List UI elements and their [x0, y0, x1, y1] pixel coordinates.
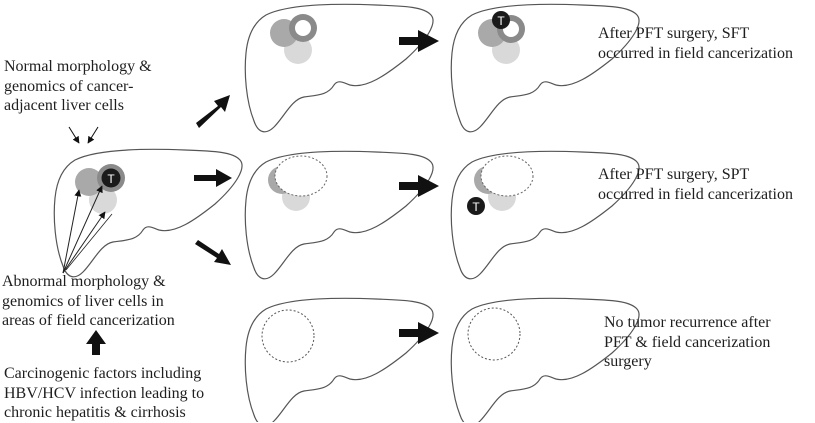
label-carcinogenic-factors: Carcinogenic factors including HBV/HCV i… [4, 364, 204, 423]
label-outcome-no-recurrence: No tumor recurrence after PFT & field ca… [604, 313, 771, 372]
label-line: Normal morphology & [4, 58, 152, 75]
liver-row1-after-surgery [244, 3, 434, 133]
label-outcome-sft: After PFT surgery, SFT occurred in field… [598, 24, 793, 63]
resection-margin-dotted [480, 155, 534, 197]
resection-margin-dotted [261, 309, 315, 363]
liver-row3-outcome [450, 297, 640, 422]
label-line: chronic hepatitis & cirrhosis [4, 404, 186, 421]
liver-row3-after-surgery [244, 297, 434, 422]
label-line: surgery [604, 353, 652, 370]
label-line: No tumor recurrence after [604, 314, 771, 331]
field-area-medium [75, 168, 103, 196]
arrow-row3 [399, 322, 439, 344]
liver-outline [244, 297, 434, 422]
label-line: After PFT surgery, SFT [598, 25, 750, 42]
arrow-row2 [399, 175, 439, 197]
liver-outline [53, 148, 243, 278]
label-line: adjacent liver cells [4, 97, 124, 114]
arrow-row1 [399, 30, 439, 52]
tumor-letter: T [107, 172, 115, 186]
branch-arrow-right [194, 169, 232, 187]
liver-row2-outcome: T [450, 150, 640, 280]
label-line: genomics of liver cells in [2, 292, 164, 310]
label-line: After PFT surgery, SPT [598, 166, 750, 183]
label-line: occurred in field cancerization [598, 44, 793, 62]
secondary-tumor-sft [492, 11, 510, 29]
abnormal-cell-pointer-arrows [62, 185, 113, 274]
liver-initial: T [53, 148, 243, 278]
label-line: PFT & field cancerization [604, 333, 771, 351]
branch-arrow-up [196, 95, 230, 128]
primary-tumor [101, 168, 121, 188]
liver-row1-outcome: T [450, 3, 640, 133]
liver-outline [244, 3, 434, 133]
tumor-letter: T [472, 200, 480, 214]
label-normal-morphology: Normal morphology & genomics of cancer- … [4, 57, 152, 116]
resected-area [295, 20, 311, 36]
normal-cell-pointer-arrows [68, 126, 99, 144]
label-line: occurred in field cancerization [598, 185, 793, 203]
label-line: genomics of cancer- [4, 77, 134, 95]
carcinogenic-up-arrow [86, 330, 106, 355]
branch-arrow-down [195, 240, 231, 265]
tumor-letter: T [497, 14, 505, 28]
label-abnormal-morphology: Abnormal morphology & genomics of liver … [2, 272, 175, 331]
label-line: Carcinogenic factors including [4, 365, 202, 382]
label-line: HBV/HCV infection leading to [4, 384, 205, 402]
resection-margin-dotted [274, 155, 328, 197]
liver-row2-after-surgery [244, 150, 434, 280]
label-outcome-spt: After PFT surgery, SPT occurred in field… [598, 165, 793, 204]
label-line: areas of field cancerization [2, 312, 175, 329]
second-primary-tumor-spt [467, 197, 485, 215]
label-line: Abnormal morphology & [2, 273, 166, 290]
resection-margin-dotted [467, 307, 521, 361]
